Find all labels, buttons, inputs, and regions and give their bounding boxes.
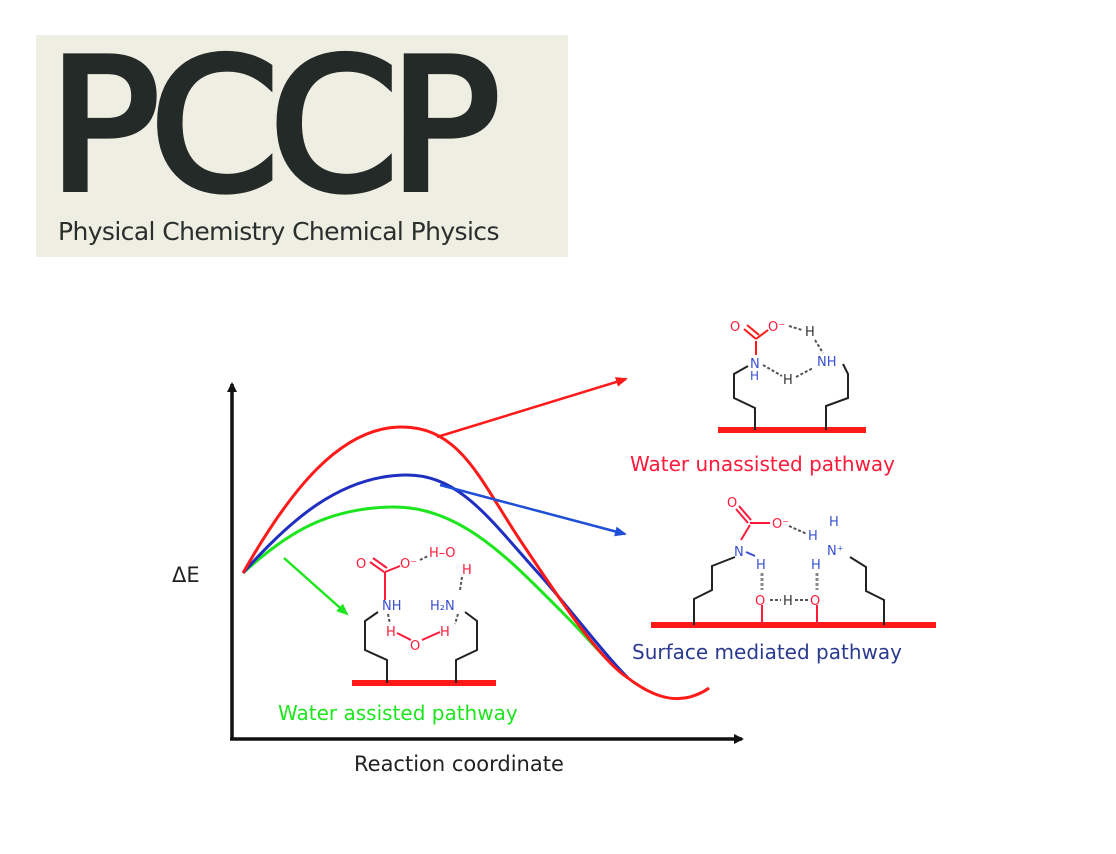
curve-water-assisted: [241, 505, 629, 680]
svg-text:N: N: [750, 357, 760, 372]
energy-curves: [241, 425, 710, 701]
journal-logo: PCCP Physical Chemistry Chemical Physics: [36, 20, 568, 257]
logo-mark: PCCP: [45, 20, 504, 232]
svg-text:O: O: [730, 320, 740, 335]
svg-text:H: H: [440, 625, 450, 640]
svg-text:H: H: [462, 563, 472, 578]
curve-surface-mediated: [241, 473, 630, 680]
svg-text:H: H: [783, 594, 793, 609]
svg-text:O⁻: O⁻: [400, 557, 417, 572]
svg-text:N⁺: N⁺: [827, 544, 844, 559]
svg-text:O: O: [810, 594, 820, 609]
svg-text:H: H: [808, 529, 818, 544]
svg-text:O⁻: O⁻: [772, 517, 789, 532]
label-water-unassisted: Water unassisted pathway: [630, 452, 895, 476]
arrow-to-surface: [439, 483, 627, 537]
y-axis-label: ΔE: [172, 563, 200, 587]
svg-text:O: O: [356, 557, 366, 572]
label-water-assisted: Water assisted pathway: [278, 701, 518, 725]
logo-subtitle: Physical Chemistry Chemical Physics: [58, 217, 499, 246]
label-surface-mediated: Surface mediated pathway: [632, 640, 902, 664]
svg-text:H: H: [756, 558, 766, 573]
axes: ΔE Reaction coordinate: [172, 382, 744, 776]
pointer-arrows: [283, 377, 628, 616]
structure-water-assisted: O O⁻ H–O H NH H₂N H O H Water assisted p…: [278, 546, 518, 725]
svg-text:H: H: [386, 625, 396, 640]
svg-text:H: H: [805, 325, 815, 340]
svg-text:H: H: [829, 515, 839, 530]
svg-text:H: H: [811, 558, 821, 573]
structure-surface-mediated: O O H H H N O O⁻ H H N⁺ Surface mediated…: [632, 496, 936, 664]
svg-text:H₂N: H₂N: [430, 599, 455, 614]
svg-text:NH: NH: [817, 355, 837, 370]
svg-text:O: O: [755, 594, 765, 609]
curve-water-unassisted: [241, 425, 710, 701]
svg-text:H–O: H–O: [429, 546, 456, 561]
svg-text:O: O: [727, 496, 737, 511]
svg-text:O⁻: O⁻: [768, 320, 785, 335]
arrow-to-assisted: [283, 557, 349, 616]
x-axis-label: Reaction coordinate: [354, 752, 564, 776]
svg-text:H: H: [783, 373, 793, 388]
svg-text:O: O: [410, 639, 420, 654]
svg-text:H: H: [750, 369, 759, 383]
structure-water-unassisted: O O⁻ H N H H NH Water unassisted pathway: [630, 320, 895, 476]
svg-text:N: N: [734, 545, 744, 560]
arrow-to-unassisted: [436, 377, 628, 439]
svg-text:NH: NH: [382, 599, 402, 614]
